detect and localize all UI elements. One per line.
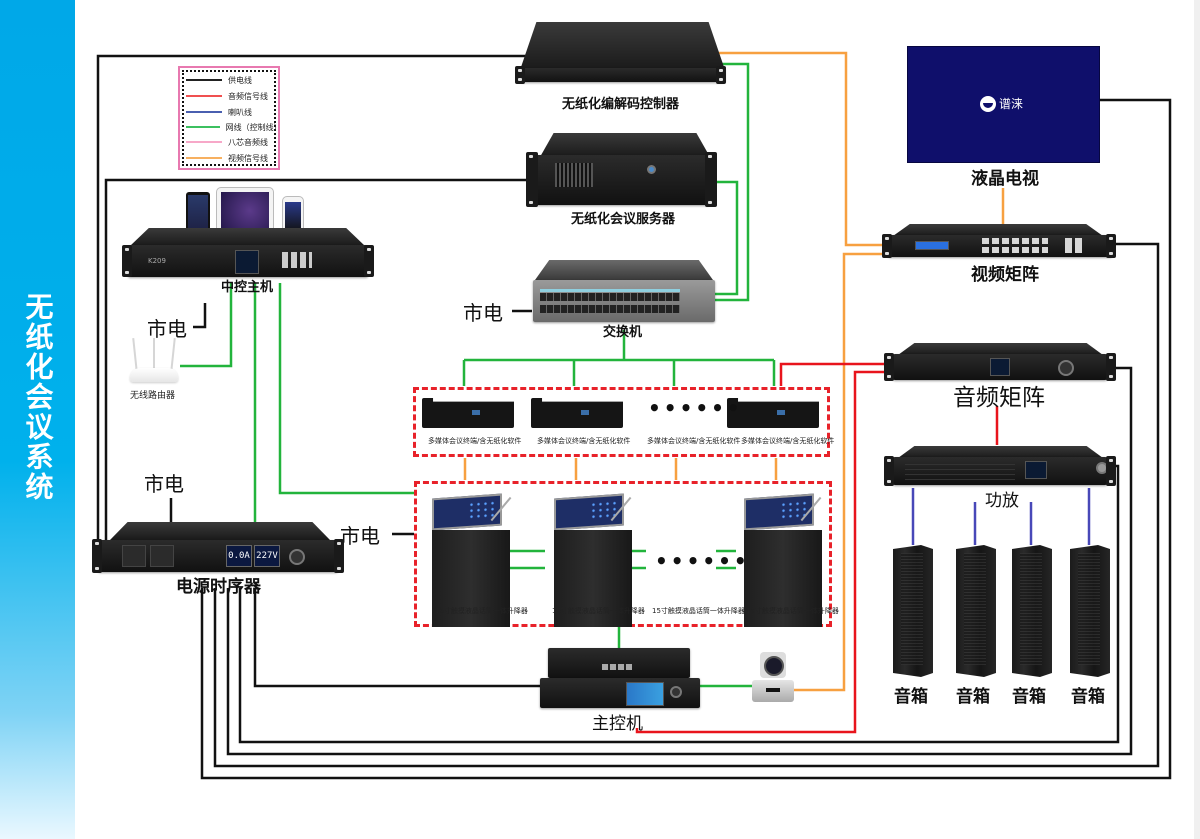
video-codec-matrix [700, 51, 884, 247]
speaker-label-3: 音箱 [1012, 687, 1046, 707]
net-codec-switch [700, 62, 750, 302]
main-controller-label: 主控机 [592, 714, 643, 734]
right-edge [1194, 0, 1200, 839]
sidebar-banner: 无纸化会议系统 [0, 0, 75, 839]
central-control-model: K209 [148, 257, 166, 265]
lifter-label-1: 15寸触摸液晶话筒一体升降器 [435, 607, 528, 615]
legend-item-audio: 音频信号线 [186, 90, 268, 102]
net-switch-bus [462, 330, 776, 386]
camera-lens-icon [764, 656, 784, 676]
lifter-2[interactable] [554, 530, 632, 627]
lifter-screen-3 [744, 493, 814, 531]
central-control-label: 中控主机 [221, 280, 274, 295]
terminal-2[interactable] [531, 398, 623, 428]
net-server-switch [712, 180, 739, 296]
wireless-router-label: 无线路由器 [130, 391, 176, 401]
wireless-router-device[interactable] [128, 337, 180, 386]
audio-main-matrix [635, 370, 884, 734]
audio-matrix-label: 音频矩阵 [953, 385, 1045, 411]
speaker-1[interactable] [893, 545, 933, 677]
power-line-mains-cc [193, 303, 207, 329]
terminal-3[interactable] [727, 398, 819, 428]
switch-label: 交换机 [603, 325, 643, 340]
mains-label-sequencer: 市电 [144, 472, 184, 496]
speaker-label-1: 音箱 [894, 687, 928, 707]
lifters-ellipsis: •••••• [655, 549, 750, 573]
power-lines [96, 54, 1172, 780]
tv-brand-logo: 谱涞 [980, 95, 1023, 112]
system-title: 无纸化会议系统 [21, 292, 55, 502]
legend-item-network: 网线（控制线） [186, 121, 282, 133]
lifter-label-2: 15寸触摸液晶话筒一体升降器 [552, 607, 645, 615]
net-router-cc [180, 283, 233, 368]
sequencer-knob[interactable] [289, 549, 305, 565]
power-line-video-matrix [213, 242, 1160, 768]
audio-lines [635, 362, 999, 734]
legend: 供电线 音频信号线 喇叭线 网线（控制线） 八芯音频线 视频信号线 [178, 66, 282, 170]
speaker-label-4: 音箱 [1071, 687, 1105, 707]
ptz-camera-device[interactable] [752, 652, 794, 704]
legend-item-8core-audio: 八芯音频线 [186, 136, 268, 148]
lifter-label-4: 15寸触摸液晶话筒一体升降器 [746, 607, 839, 615]
lifter-screen-2 [554, 493, 624, 531]
power-line-server [104, 178, 530, 540]
terminals-ellipsis: •••••• [648, 396, 743, 420]
speaker-label-2: 音箱 [956, 687, 990, 707]
net-cc-lifters [278, 283, 414, 495]
legend-item-power: 供电线 [186, 74, 252, 86]
amplifier-label: 功放 [985, 491, 1019, 511]
speaker-2[interactable] [956, 545, 996, 677]
lifter-label-3: 15寸触摸液晶话筒一体升降器 [652, 607, 745, 615]
terminal-label-3: 多媒体会议终端/含无纸化软件 [647, 437, 741, 445]
phone-controller [282, 196, 304, 238]
brand-logo-icon [980, 95, 996, 112]
speaker-3[interactable] [1012, 545, 1052, 677]
lcd-tv-label: 液晶电视 [971, 169, 1039, 189]
power-sequencer-label: 电源时序器 [176, 577, 261, 597]
terminal-label-1: 多媒体会议终端/含无纸化软件 [428, 437, 522, 445]
lifter-3[interactable] [744, 530, 822, 627]
lcd-tv-device[interactable]: 谱涞 [907, 46, 1100, 163]
power-line-tv [200, 98, 1172, 780]
speaker-lines [911, 488, 1091, 545]
terminals-group [413, 387, 830, 457]
lifter-1[interactable] [432, 530, 510, 627]
outlet-2 [150, 545, 174, 567]
power-line-audio-matrix [226, 366, 1133, 756]
lifter-link-3a [716, 549, 736, 570]
power-line-main-ctrl [253, 588, 540, 688]
audio-terminal-matrix [779, 362, 884, 386]
network-lines [180, 62, 776, 688]
power-line-codec [96, 54, 530, 540]
voltage-meter: 227V [254, 545, 280, 567]
terminal-label-2: 多媒体会议终端/含无纸化软件 [537, 437, 631, 445]
mains-label-cc: 市电 [147, 317, 187, 341]
legend-item-video: 视频信号线 [186, 152, 268, 164]
lifter-screen-1 [432, 493, 502, 531]
outlet-1 [122, 545, 146, 567]
legend-item-speaker: 喇叭线 [186, 106, 252, 118]
mains-label-switch: 市电 [463, 301, 503, 325]
mains-label-lifter: 市电 [340, 524, 380, 548]
terminal-1[interactable] [422, 398, 514, 428]
current-meter: 0.0A [226, 545, 252, 567]
lifter-link-1a [507, 549, 545, 570]
speaker-4[interactable] [1070, 545, 1110, 677]
video-camera-matrix [794, 252, 884, 692]
video-matrix-label: 视频矩阵 [971, 265, 1039, 285]
terminal-label-4: 多媒体会议终端/含无纸化软件 [741, 437, 835, 445]
video-term-lifter [463, 458, 778, 480]
video-lines [463, 51, 1005, 692]
meeting-server-label: 无纸化会议服务器 [571, 212, 676, 227]
codec-controller-label: 无纸化编解码控制器 [562, 97, 680, 112]
